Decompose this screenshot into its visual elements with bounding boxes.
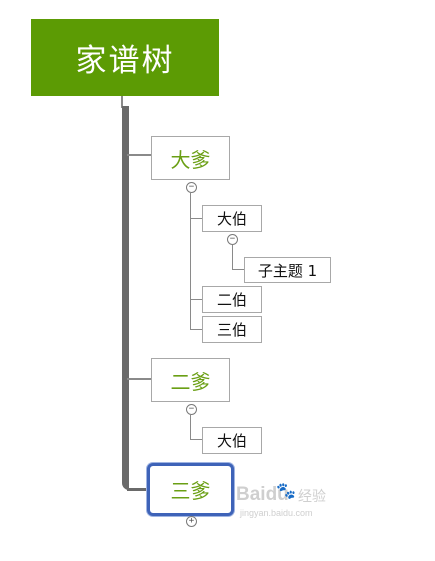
branch-connector: [127, 378, 152, 380]
subtopic-1-3[interactable]: 三伯: [202, 316, 262, 343]
watermark-url: jingyan.baidu.com: [240, 508, 313, 518]
minus-circle-icon[interactable]: −: [186, 182, 197, 193]
watermark-text: 经验: [298, 489, 326, 505]
topic-branch-2[interactable]: 二爹: [151, 358, 230, 402]
sub-connector: [190, 218, 202, 219]
paw-icon: 🐾: [276, 481, 296, 500]
trunk-line: [122, 106, 129, 490]
sub-connector: [190, 415, 191, 440]
sub-connector: [190, 193, 191, 330]
sub-connector: [232, 245, 233, 270]
baidu-watermark-logo: Baidu: [236, 484, 289, 505]
minus-circle-icon[interactable]: −: [186, 404, 197, 415]
subtopic-2-1[interactable]: 大伯: [202, 427, 262, 454]
subtopic-1-1[interactable]: 大伯: [202, 205, 262, 232]
trunk-connector: [121, 96, 123, 108]
sub-connector: [190, 329, 202, 330]
topic-branch-3[interactable]: 三爹: [147, 463, 234, 516]
branch-connector: [127, 488, 149, 491]
root-topic[interactable]: 家谱树: [31, 19, 219, 96]
subtopic-1-2[interactable]: 二伯: [202, 286, 262, 313]
plus-circle-icon[interactable]: +: [186, 516, 197, 527]
minus-circle-icon[interactable]: −: [227, 234, 238, 245]
branch-connector: [127, 154, 152, 156]
topic-branch-1[interactable]: 大爹: [151, 136, 230, 180]
sub-connector: [190, 299, 202, 300]
sub-connector: [190, 439, 202, 440]
subtopic-1-1-1[interactable]: 子主题 1: [244, 257, 331, 283]
sub-connector: [232, 269, 244, 270]
